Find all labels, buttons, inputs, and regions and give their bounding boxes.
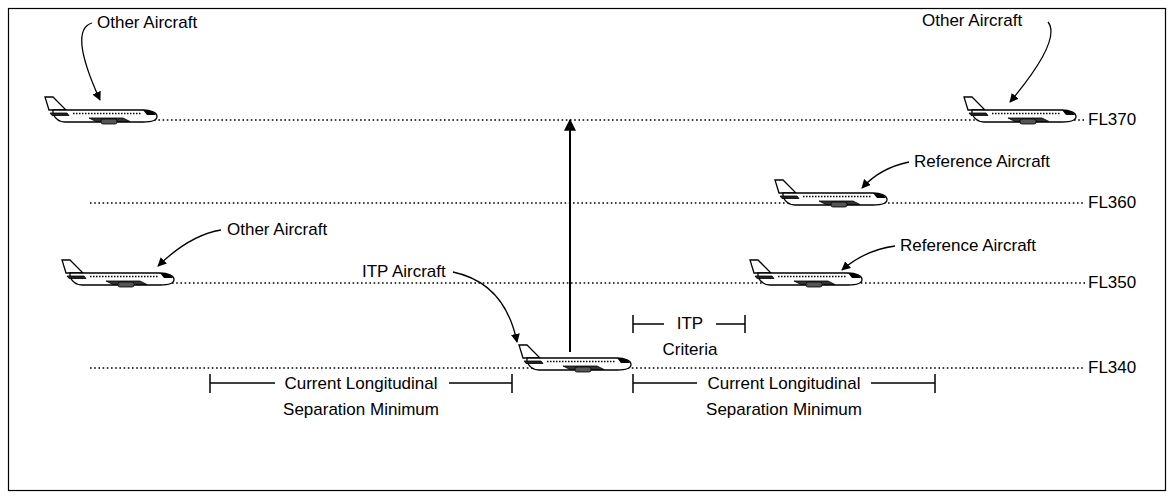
aircraft-icon xyxy=(62,260,174,287)
aircraft-icon xyxy=(775,180,887,207)
leader-line xyxy=(82,23,100,100)
flight-level-label: FL370 xyxy=(1088,107,1136,133)
dimension-label: ITP Criteria xyxy=(650,311,730,363)
callout-label: ITP Aircraft xyxy=(362,259,446,285)
dimension-label: Current Longitudinal Separation Minimum xyxy=(276,371,446,423)
dimension-label: Current Longitudinal Separation Minimum xyxy=(699,371,869,423)
aircraft-icon xyxy=(750,260,862,287)
flight-level-label: FL350 xyxy=(1088,270,1136,296)
callout-label: Reference Aircraft xyxy=(900,233,1036,259)
bracket-line xyxy=(633,323,664,325)
bracket-tick xyxy=(511,374,513,393)
leader-line xyxy=(453,272,517,342)
leader-line xyxy=(842,246,895,270)
callout-label: Other Aircraft xyxy=(922,8,1022,34)
flight-level-line xyxy=(150,119,1085,121)
flight-level-label: FL360 xyxy=(1088,190,1136,216)
leader-line xyxy=(862,162,909,188)
callout-label: Other Aircraft xyxy=(227,217,327,243)
flight-levels xyxy=(90,120,1085,368)
aircraft-icon xyxy=(964,97,1076,124)
bracket-tick xyxy=(934,374,936,393)
callout-label: Other Aircraft xyxy=(97,10,197,36)
bracket-tick xyxy=(744,315,746,333)
bracket-line xyxy=(449,382,512,384)
aircraft-icon xyxy=(45,97,157,124)
flight-level-line xyxy=(90,202,1085,204)
bracket-line xyxy=(633,382,697,384)
climb-arrow xyxy=(569,120,571,352)
callout-label: Reference Aircraft xyxy=(914,149,1050,175)
bracket-line xyxy=(871,382,935,384)
aircraft-icon xyxy=(519,345,631,372)
flight-level-line xyxy=(172,282,1085,284)
bracket-line xyxy=(210,382,275,384)
leader-line xyxy=(1010,22,1051,102)
flight-level-label: FL340 xyxy=(1088,355,1136,381)
leader-line xyxy=(158,230,221,266)
frame-border xyxy=(9,9,1166,491)
bracket-line xyxy=(716,323,745,325)
leader-lines xyxy=(82,22,1051,342)
